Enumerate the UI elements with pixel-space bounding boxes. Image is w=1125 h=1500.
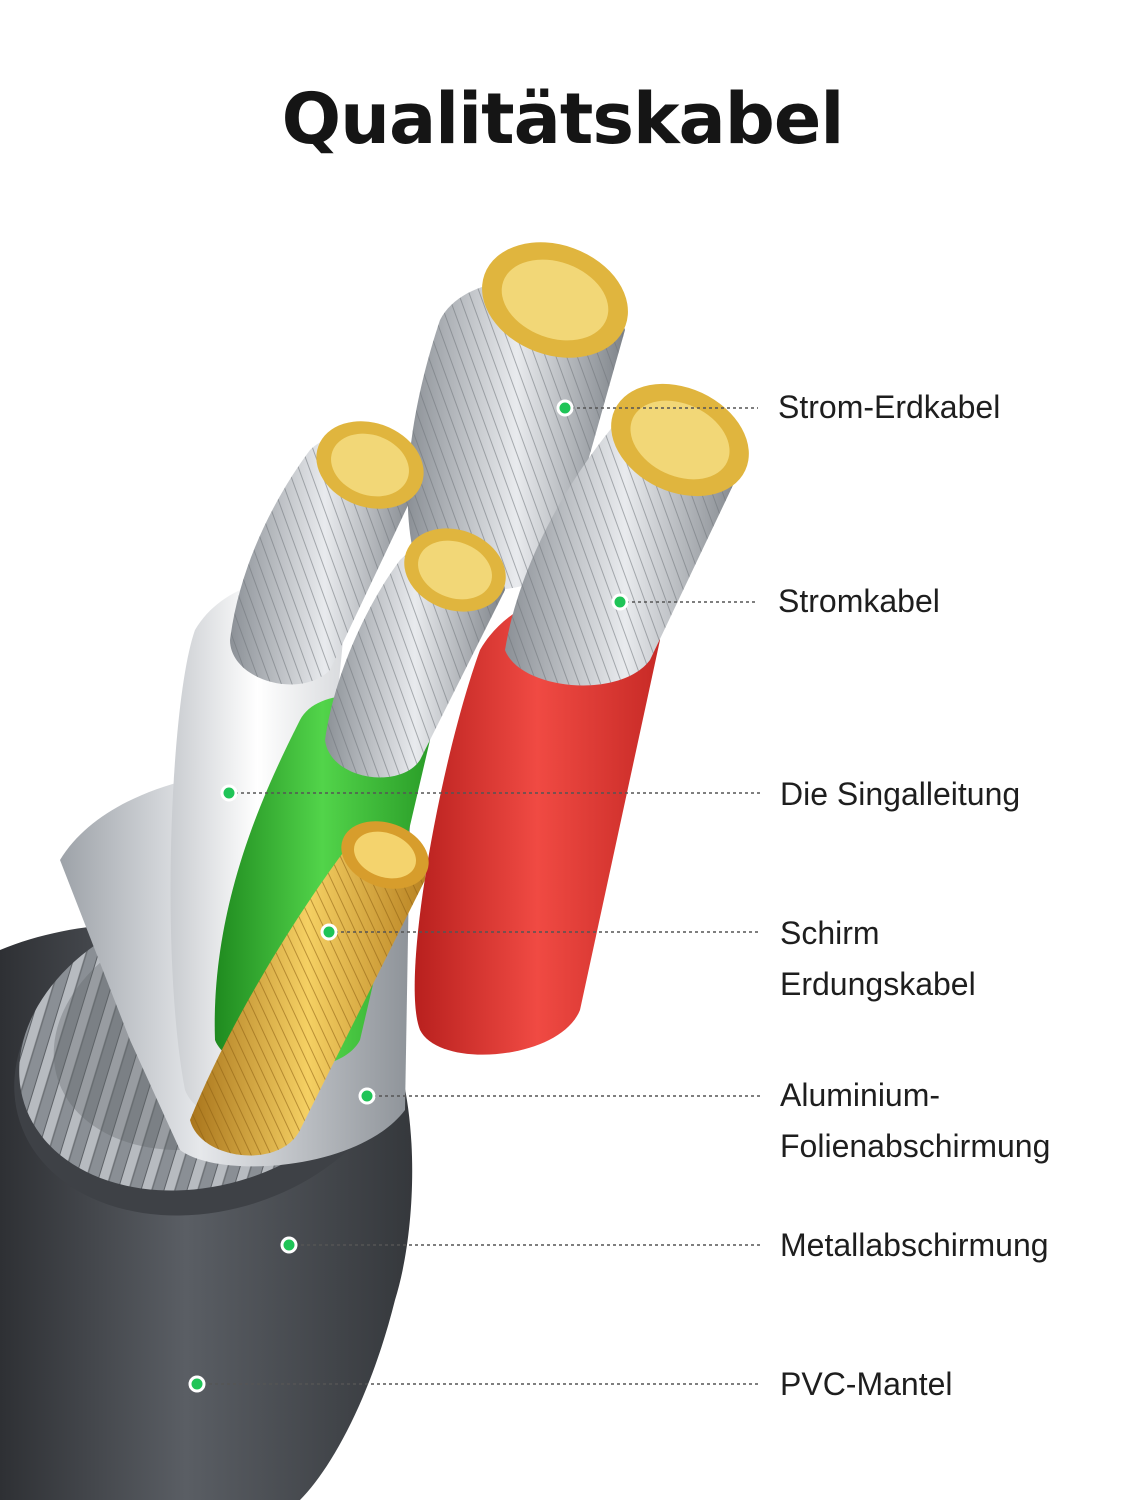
label-stromkabel: Stromkabel — [778, 576, 940, 627]
marker-dot-stromkabel — [611, 593, 629, 611]
label-line: Aluminium- — [780, 1077, 941, 1113]
label-metallabschirmung: Metallabschirmung — [780, 1220, 1049, 1271]
marker-dot-aluminium-folie — [358, 1087, 376, 1105]
label-signalleitung: Die Singalleitung — [780, 769, 1020, 820]
red-conductor — [414, 592, 660, 1055]
label-line: Folienabschirmung — [780, 1128, 1051, 1164]
label-line: Die Singalleitung — [780, 776, 1021, 812]
label-line: Strom-Erdkabel — [778, 389, 1001, 425]
marker-dot-strom-erdkabel — [556, 399, 574, 417]
label-line: Metallabschirmung — [780, 1227, 1049, 1263]
marker-dot-signalleitung — [220, 784, 238, 802]
strand-bundle-left — [230, 421, 424, 685]
strand-bundle-right — [505, 383, 749, 686]
leader-lines — [197, 407, 760, 1385]
marker-dot-pvc-mantel — [188, 1375, 206, 1393]
label-line: PVC-Mantel — [780, 1366, 953, 1402]
strand-bundle-middle — [325, 528, 506, 778]
marker-dot-metallabschirmung — [280, 1236, 298, 1254]
label-line: Stromkabel — [778, 583, 940, 619]
label-strom-erdkabel: Strom-Erdkabel — [778, 382, 1000, 433]
marker-dot-schirm-erdungskabel — [320, 923, 338, 941]
label-line: Erdungskabel — [780, 966, 976, 1002]
page-title: Qualitätskabel — [281, 78, 845, 160]
label-pvc-mantel: PVC-Mantel — [780, 1359, 953, 1410]
label-schirm-erdungskabel: Schirm Erdungskabel — [780, 908, 976, 1010]
label-line: Schirm — [780, 915, 880, 951]
markers — [188, 399, 629, 1393]
gold-drain-wire — [190, 821, 429, 1156]
label-aluminium-folie: Aluminium- Folienabschirmung — [780, 1070, 1050, 1172]
